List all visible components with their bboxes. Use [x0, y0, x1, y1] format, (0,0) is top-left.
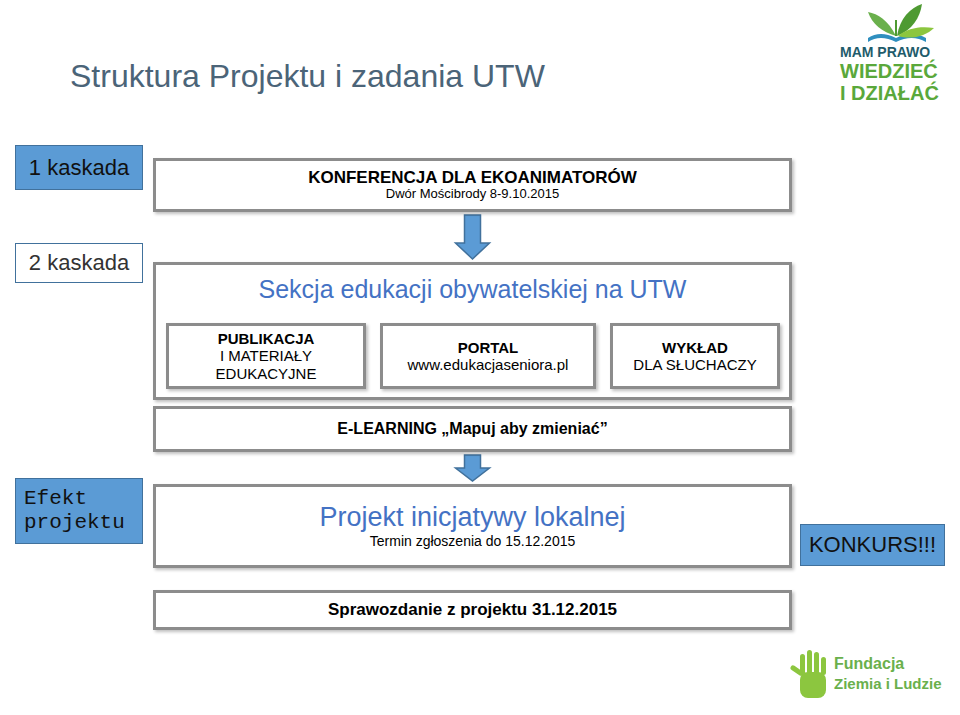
contest-tag: KONKURS!!!	[800, 524, 945, 566]
node-text: www.edukacjaseniora.pl	[408, 356, 569, 373]
elearning-box: E-LEARNING „Mapuj aby zmieniać”	[153, 406, 792, 452]
node-heading: WYKŁAD	[662, 339, 728, 356]
node-text: I MATERIAŁY EDUKACYJNE	[179, 347, 353, 382]
section-box: Sekcja edukacji obywatelskiej na UTW PUBL…	[153, 262, 792, 400]
node-heading: Efekt projektu	[24, 487, 134, 535]
node-heading: 2 kaskada	[29, 250, 129, 275]
cascade-tag: 2 kaskada	[15, 243, 143, 283]
foundation-logo-text: Ziemia i Ludzie	[834, 675, 942, 692]
foundation-logo-text: Fundacja	[834, 655, 904, 673]
logo-leaves	[868, 4, 934, 42]
node-heading: Sekcja edukacji obywatelskiej na UTW	[259, 275, 687, 304]
node-heading: Sprawozdanie z projektu 31.12.2015	[328, 600, 617, 620]
node-heading: KONFERENCJA DLA EKOANIMATORÓW	[308, 168, 637, 188]
slide-title: Struktura Projektu i zadania UTW	[70, 58, 545, 95]
node-heading: E-LEARNING „Mapuj aby zmieniać”	[337, 420, 607, 438]
logo-text: I DZIAŁAĆ	[840, 82, 939, 105]
conference-box: KONFERENCJA DLA EKOANIMATORÓWDwór Mościb…	[153, 158, 792, 212]
task-box: PUBLIKACJAI MATERIAŁY EDUKACYJNE	[166, 323, 366, 389]
cascade-tag: 1 kaskada	[15, 145, 143, 190]
node-heading: PUBLIKACJA	[218, 330, 315, 347]
task-box: WYKŁADDLA SŁUCHACZY	[610, 323, 780, 389]
logo-text: WIEDZIEĆ	[840, 60, 938, 83]
logo-hand	[790, 650, 826, 698]
logo-text: MAM PRAWO	[840, 44, 930, 60]
block-arrow	[456, 215, 490, 259]
report-box: Sprawozdanie z projektu 31.12.2015	[153, 590, 792, 630]
effect-tag: Efekt projektu	[15, 478, 143, 544]
block-arrow	[456, 455, 490, 481]
task-box: PORTALwww.edukacjaseniora.pl	[380, 323, 596, 389]
node-text: Termin zgłoszenia do 15.12.2015	[370, 533, 575, 549]
node-heading: 1 kaskada	[29, 155, 129, 180]
node-heading: KONKURS!!!	[809, 532, 936, 557]
initiative-box: Projekt inicjatywy lokalnejTermin zgłosz…	[153, 484, 792, 568]
node-heading: Projekt inicjatywy lokalnej	[319, 502, 625, 533]
node-heading: PORTAL	[458, 339, 519, 356]
node-text: DLA SŁUCHACZY	[633, 356, 756, 373]
node-text: Dwór Mościbrody 8-9.10.2015	[386, 187, 559, 202]
